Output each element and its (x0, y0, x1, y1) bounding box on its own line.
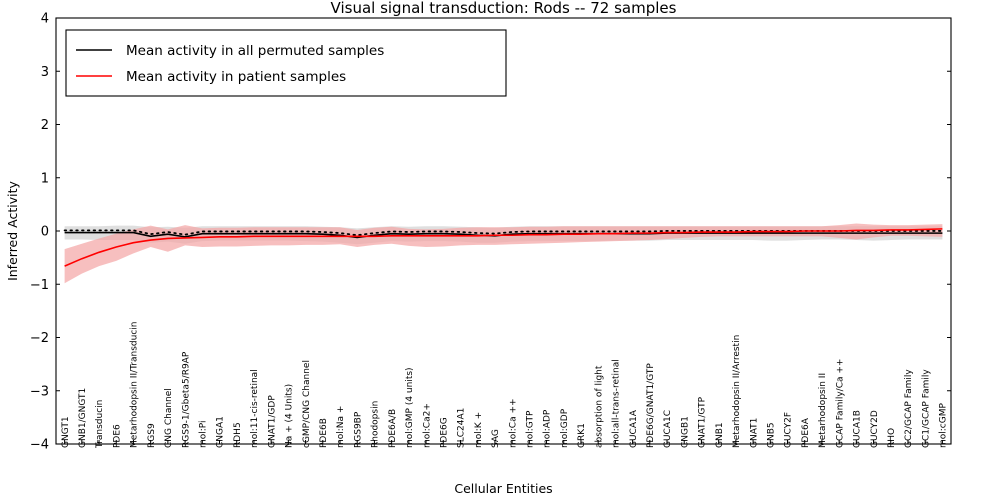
x-tick-label: CNG Channel (164, 388, 174, 448)
x-tick-label: GNAT1 (749, 418, 759, 448)
x-tick-label: GUCY2F (784, 412, 794, 448)
x-tick-label: GCAP Family/Ca ++ (835, 359, 845, 448)
x-tick-label: SLC24A1 (457, 408, 467, 448)
legend-label-1: Mean activity in all permuted samples (126, 43, 384, 59)
x-tick-label: GNAT1/GTP (698, 396, 708, 448)
x-tick-label: mol:Na + (336, 406, 346, 448)
x-tick-label: GUCA1A (629, 409, 639, 448)
x-tick-label: PDE6A/B (388, 409, 398, 448)
x-tick-label: mol:Ca ++ (508, 398, 518, 448)
x-tick-label: GNAT1/GDP (267, 395, 277, 448)
x-tick-label: Transducin (95, 400, 105, 449)
y-axis-label: Inferred Activity (5, 180, 20, 280)
chart-title: Visual signal transduction: Rods -- 72 s… (331, 0, 677, 17)
x-tick-label: mol:all-trans-retinal (612, 359, 622, 448)
y-tick-label: −4 (30, 438, 49, 453)
x-tick-label: RGS9-1/Gbeta5/R9AP (181, 351, 191, 448)
x-tick-label: Na + (4 Units) (285, 384, 295, 448)
y-tick-label: −2 (30, 331, 49, 346)
x-tick-label: GUCA1C (663, 410, 673, 448)
x-tick-label: GC2/GCAP Family (904, 369, 914, 448)
x-tick-label: Rhodopsin (371, 401, 381, 448)
y-tick-label: −3 (30, 384, 49, 399)
x-tick-label: PDE6 (112, 424, 122, 448)
x-tick-label: mol:GTP (526, 410, 536, 448)
legend-box (65, 29, 507, 97)
x-tick-label: RHO (887, 428, 897, 448)
x-tick-label: GNGT1 (61, 416, 71, 448)
y-tick-label: 4 (41, 12, 49, 27)
y-tick-label: 2 (41, 118, 49, 133)
x-tick-label: Metarhodopsin II/Transducin (130, 322, 140, 448)
y-tick-label: 1 (41, 171, 49, 186)
y-tick-label: 3 (41, 65, 49, 80)
confidence-band-2 (64, 223, 943, 284)
x-tick-label: Metarhodopsin II/Arrestin (732, 335, 742, 448)
x-tick-label: PDE6B (319, 418, 329, 448)
x-tick-label: RGS9 (147, 423, 157, 448)
x-tick-label: GNB1/GNGT1 (78, 388, 88, 448)
x-tick-label: RGS9BP (353, 411, 363, 448)
y-tick-label: −1 (30, 278, 49, 293)
x-tick-label: PDE6G/GNAT1/GTP (646, 363, 656, 448)
x-tick-label: GNB1 (715, 422, 725, 448)
x-tick-label: cGMP/CNG Channel (302, 360, 312, 448)
x-tick-label: mol:Ca2+ (422, 403, 432, 448)
x-tick-label: GRK1 (577, 423, 587, 448)
x-tick-label: GUCY2D (870, 410, 880, 448)
x-tick-label: RDH5 (233, 422, 243, 448)
x-tick-label: GUCA1B (853, 410, 863, 448)
x-tick-label: absorption of light (594, 365, 604, 448)
x-tick-label: mol:GMP (4 units) (405, 367, 415, 448)
x-tick-label: mol:cGMP (939, 403, 949, 448)
x-tick-label: SAG (491, 429, 501, 448)
x-tick-label: PDE6G (439, 417, 449, 448)
x-tick-label: GNB5 (766, 422, 776, 448)
x-tick-label: GC1/GCAP Family (921, 369, 931, 448)
x-tick-label: mol:GDP (560, 408, 570, 448)
y-tick-label: 0 (41, 225, 49, 240)
x-tick-label: mol:ADP (543, 409, 553, 448)
series-line-2 (64, 228, 943, 267)
x-tick-label: CNGA1 (216, 416, 226, 448)
x-tick-label: Metarhodopsin II (818, 373, 828, 448)
x-tick-label: CNGB1 (680, 416, 690, 448)
x-axis-label: Cellular Entities (454, 481, 552, 496)
legend-label-2: Mean activity in patient samples (126, 69, 346, 85)
x-tick-label: PDE6A (801, 417, 811, 448)
x-tick-label: mol:K + (474, 412, 484, 448)
x-tick-label: mol:11-cis-retinal (250, 369, 260, 448)
x-tick-label: mol:Pi (199, 420, 209, 448)
